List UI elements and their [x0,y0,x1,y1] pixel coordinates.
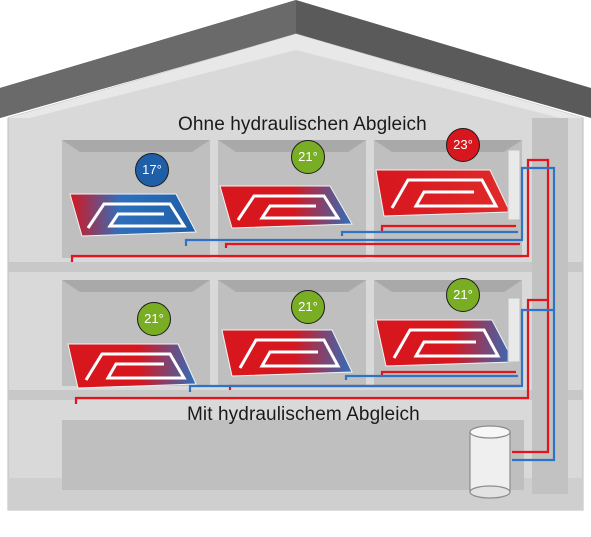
temp-badge-lower-3: 21° [446,278,480,312]
temp-badge-upper-2: 21° [291,140,325,174]
heating-loop-lower-1 [67,343,197,389]
temp-badge-upper-1: 17° [135,153,169,187]
pipes-supply [70,158,550,454]
temp-badge-upper-3: 23° [446,128,480,162]
pipes-return [184,166,556,462]
riser-shaft [532,118,568,494]
basement [62,420,524,490]
title-with-balancing: Mit hydraulischem Abgleich [187,404,420,425]
roof [0,0,591,118]
temp-badge-lower-2: 21° [291,290,325,324]
manifolds [507,149,521,363]
heating-loop-lower-2 [221,329,353,377]
heating-loop-lower-3 [375,319,515,367]
heating-loop-upper-3 [375,169,511,217]
title-without-balancing: Ohne hydraulischen Abgleich [178,114,427,135]
heating-loop-upper-2 [219,185,353,229]
boiler [469,425,511,499]
temp-badge-lower-1: 21° [137,302,171,336]
heating-loop-upper-1 [69,193,197,237]
